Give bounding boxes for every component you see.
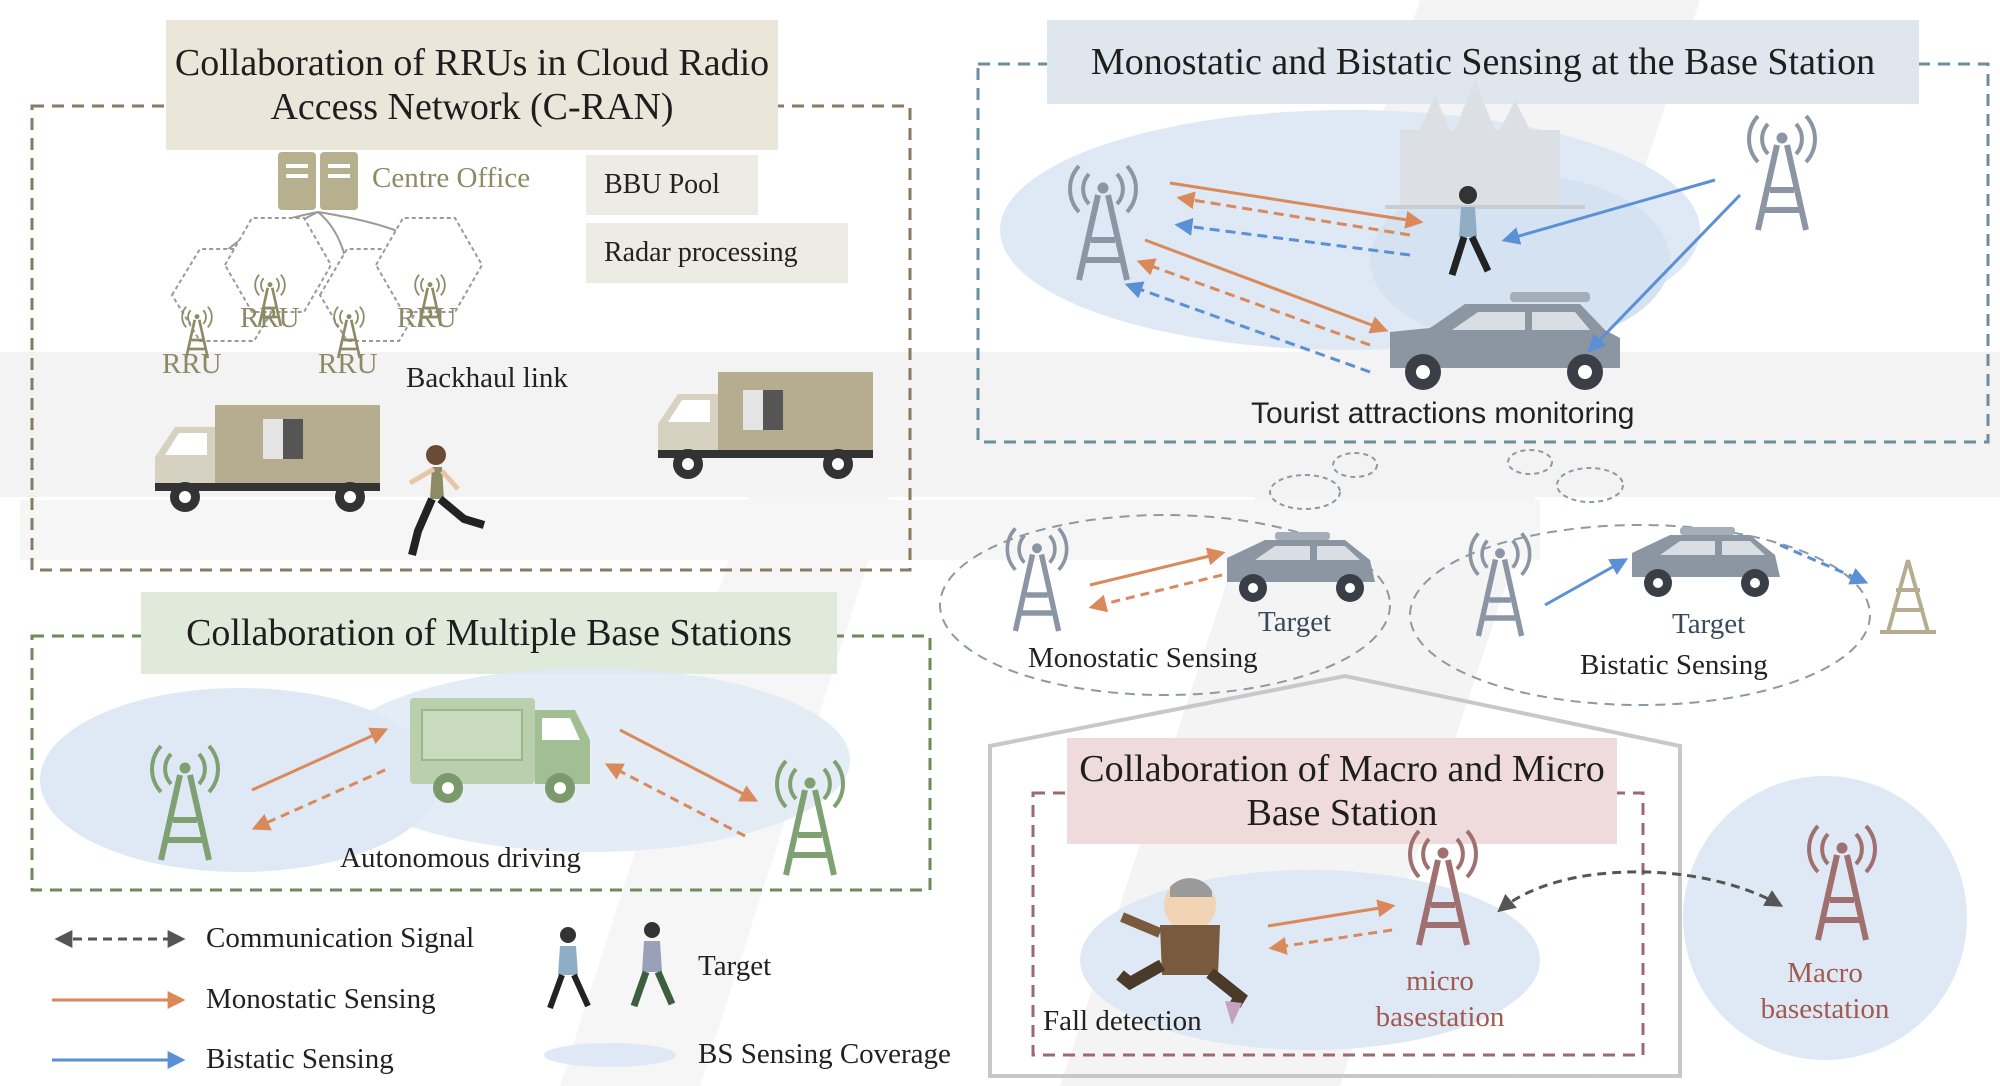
bs-sensing-title: Monostatic and Bistatic Sensing at the B… (1090, 41, 1876, 83)
legend-target-icon (547, 922, 676, 1010)
monostatic-example-outline (939, 514, 1391, 696)
tourist-caption: Tourist attractions monitoring (1251, 397, 1635, 430)
autonomous-truck-icon (410, 698, 590, 803)
legend-symbols (52, 930, 186, 1069)
cran-title: Collaboration of RRUs in Cloud Radio Acc… (174, 42, 770, 128)
bs-title-bg (1047, 20, 1919, 104)
bbu-pool-tag: BBU Pool (586, 155, 758, 215)
macro-basestation-label: Macro basestation (1760, 957, 1890, 1025)
centre-office-label: Centre Office (372, 162, 531, 194)
bistatic-arrows (1501, 178, 1742, 353)
suv-icon (1390, 292, 1620, 390)
multi-bs-title-bg (141, 592, 837, 674)
legend-monostatic: Monostatic Sensing (206, 983, 436, 1015)
mono-example-label: Monostatic Sensing (1028, 642, 1258, 674)
truck-icon (658, 372, 873, 479)
monostatic-arrows (1124, 181, 1424, 374)
castle-icon (1385, 80, 1585, 209)
multi-bs-title: Collaboration of Multiple Base Stations (186, 612, 792, 654)
rru-label: RRU (397, 302, 457, 334)
coverage-area (1370, 175, 1670, 345)
backhaul-label: Backhaul link (406, 362, 568, 394)
receiver-tower-icon (1880, 559, 1936, 634)
rru-label: RRU (162, 348, 222, 380)
macro-micro-title-bg (1067, 738, 1617, 844)
truck-icon (155, 405, 380, 512)
legend-bistatic: Bistatic Sensing (206, 1043, 394, 1075)
multi-bs-arrows (251, 727, 759, 838)
legend-coverage: BS Sensing Coverage (698, 1038, 951, 1070)
rru-label: RRU (318, 348, 378, 380)
car-icon (1632, 527, 1780, 597)
rru-label: RRU (240, 302, 300, 334)
bistatic-example-outline (1409, 524, 1871, 706)
legend-target: Target (698, 950, 772, 982)
autonomous-caption: Autonomous driving (340, 842, 581, 874)
car-icon (1227, 532, 1375, 602)
bistatic-example-arrows (1544, 543, 1869, 607)
pedestrian-icon (1448, 186, 1492, 277)
mono-target-label: Target (1258, 606, 1332, 638)
legend-communication: Communication Signal (206, 922, 475, 954)
base-station-icon (1749, 116, 1815, 230)
monostatic-example-arrows (1088, 547, 1226, 613)
macro-micro-title: Collaboration of Macro and Micro Base St… (1079, 748, 1605, 834)
coverage-area (40, 688, 440, 872)
legend-coverage-swatch (544, 1043, 676, 1067)
bi-target-label: Target (1672, 608, 1746, 640)
fallen-person-icon (1116, 878, 1248, 1025)
micro-basestation-label: micro basestation (1375, 965, 1505, 1033)
thought-bubbles (1269, 449, 1624, 510)
centre-office-icon (278, 152, 358, 210)
cran-panel-border (30, 104, 912, 572)
bi-example-label: Bistatic Sensing (1580, 649, 1768, 681)
macro-micro-arrows (1267, 870, 1784, 955)
runner-icon (408, 445, 486, 556)
fall-detection-label: Fall detection (1043, 1005, 1202, 1037)
cran-title-bg (166, 20, 778, 150)
radar-processing-tag: Radar processing (586, 223, 848, 283)
